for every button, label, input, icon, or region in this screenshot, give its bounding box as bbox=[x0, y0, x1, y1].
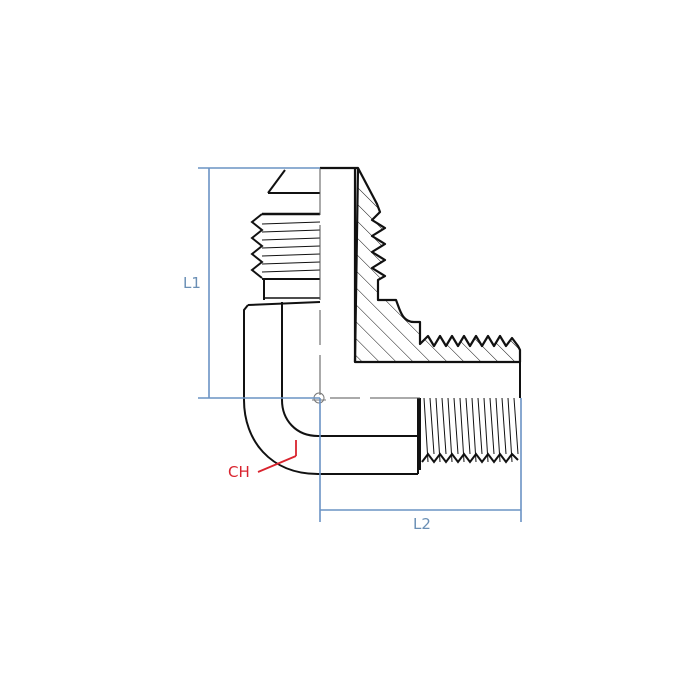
dimension-label-L1: L1 bbox=[183, 274, 201, 292]
section-hatch bbox=[320, 166, 522, 398]
dimension-L1 bbox=[198, 167, 320, 399]
pipe-thread-end bbox=[419, 397, 519, 470]
callout-label-CH: CH bbox=[228, 463, 250, 481]
flare-end bbox=[250, 169, 321, 300]
centerlines bbox=[319, 168, 420, 399]
dimension-label-L2: L2 bbox=[413, 515, 431, 533]
elbow-body bbox=[243, 301, 419, 475]
chamfer-callout-leader bbox=[257, 440, 297, 473]
dimension-L2 bbox=[319, 398, 522, 522]
